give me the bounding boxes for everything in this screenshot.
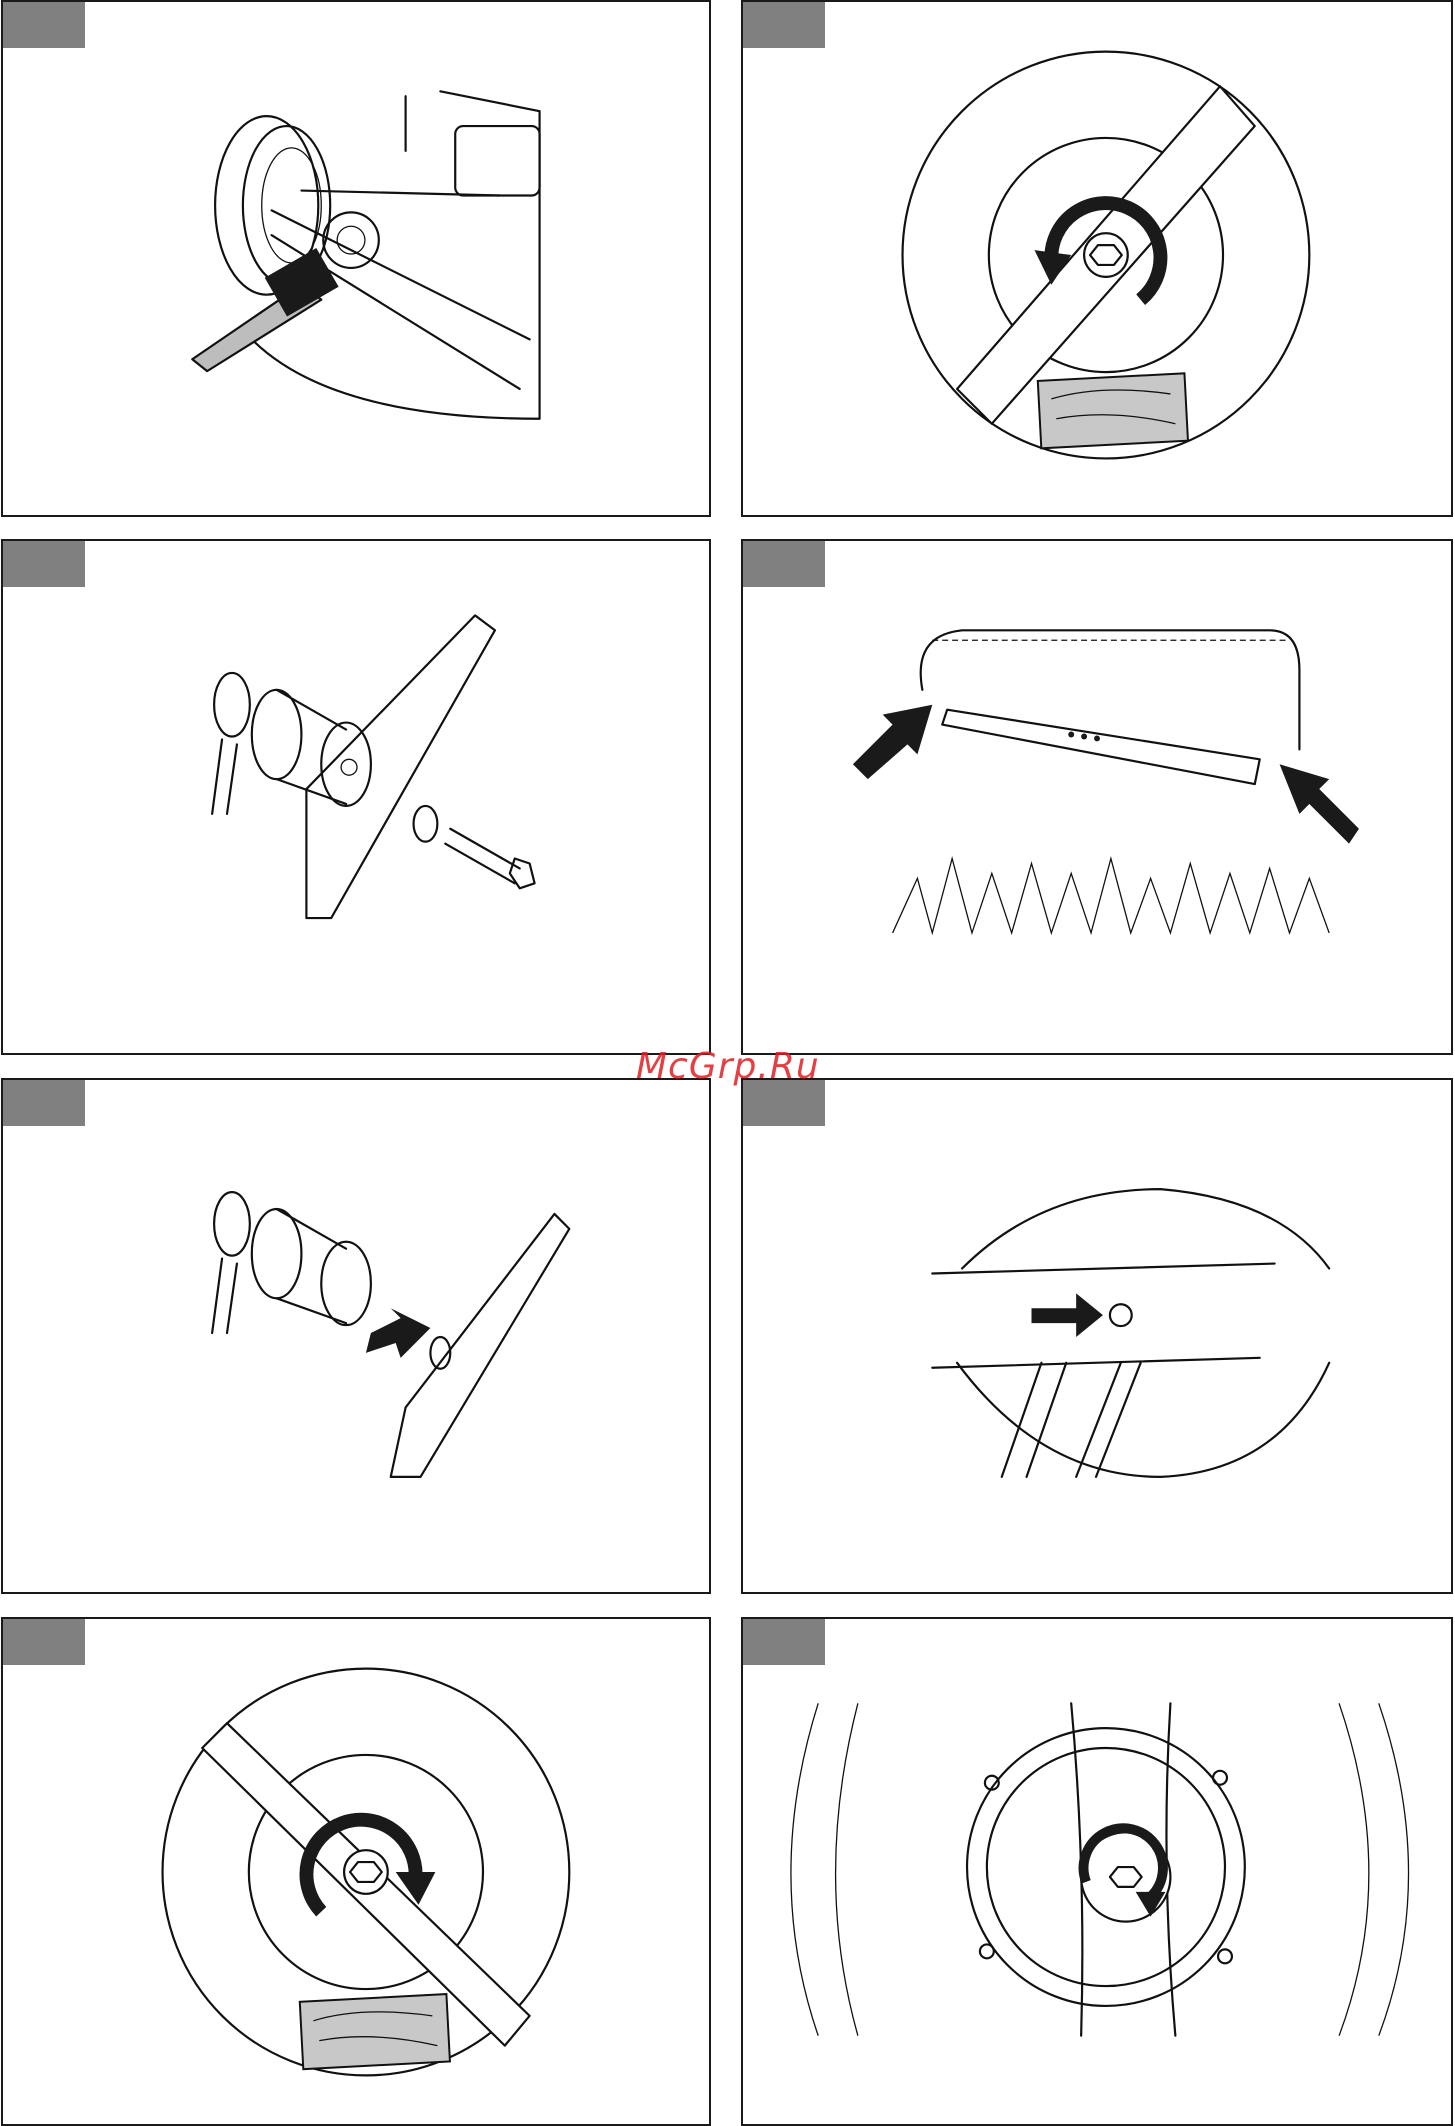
blade-orientation-icon [743,541,1451,1053]
blade-mount-icon [3,1080,709,1592]
panel-brush-cleaning [1,0,711,517]
panel-tighten-blade [1,1617,711,2126]
panel-loosen-blade [741,0,1453,517]
blade-bolt-exploded-icon [3,541,709,1053]
panel-blade-bolt-exploded [1,539,711,1055]
watermark: McGrp.Ru [636,1046,820,1087]
blade-loosen-counterclockwise-icon [743,2,1451,515]
brush-cleaning-wheel-icon [3,2,709,515]
blade-hole-alignment-icon [743,1080,1451,1592]
panel-mount-blade [1,1078,711,1594]
blade-tighten-clockwise-icon [3,1619,709,2124]
blade-torque-hub-icon [743,1619,1451,2124]
panel-blade-torque [741,1617,1453,2126]
panel-blade-alignment [741,1078,1453,1594]
panel-blade-orientation [741,539,1453,1055]
